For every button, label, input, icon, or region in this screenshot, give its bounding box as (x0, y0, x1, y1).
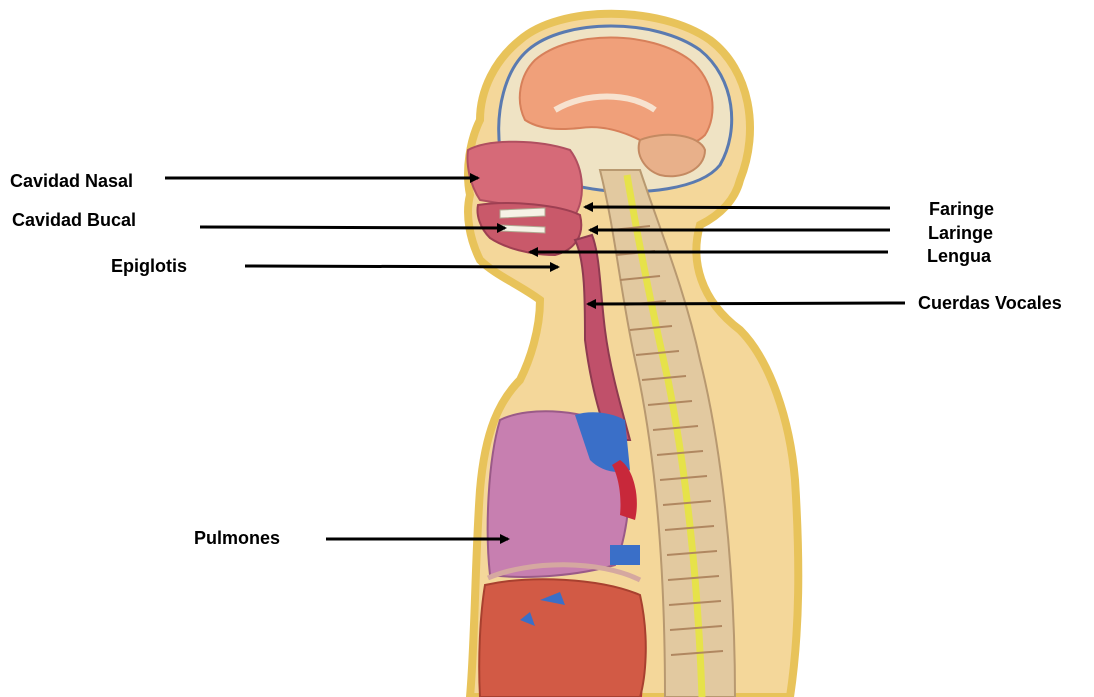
label-pulmones: Pulmones (194, 528, 280, 548)
label-laringe: Laringe (928, 223, 993, 243)
label-cuerdas-vocales: Cuerdas Vocales (918, 293, 1062, 313)
arrow-faringe (585, 207, 890, 208)
label-lengua: Lengua (927, 246, 991, 266)
label-cavidad-bucal: Cavidad Bucal (12, 210, 136, 230)
arrow-cavidad-bucal (200, 227, 505, 228)
liver (479, 579, 646, 697)
arrow-cuerdas-vocales (588, 303, 905, 304)
label-cavidad-nasal: Cavidad Nasal (10, 171, 133, 191)
label-faringe: Faringe (929, 199, 994, 219)
label-epiglotis: Epiglotis (111, 256, 187, 276)
arrow-epiglotis (245, 266, 558, 267)
